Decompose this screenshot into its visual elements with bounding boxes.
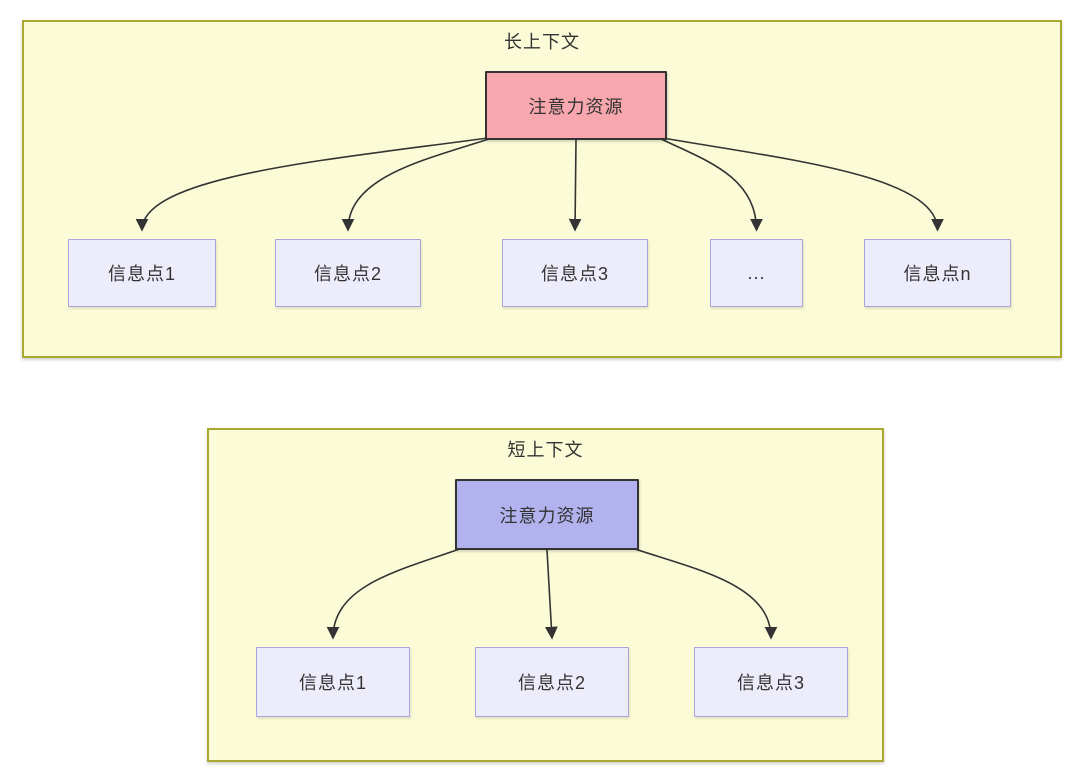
long-attention-box: 注意力资源 xyxy=(485,71,667,140)
short-info-node-1: 信息点1 xyxy=(256,647,410,717)
long-info-node-1: 信息点1 xyxy=(68,239,216,307)
short-context-title: 短上下文 xyxy=(507,440,584,460)
short-info-node-2: 信息点2 xyxy=(475,647,629,717)
long-context-container: 长上下文 注意力资源 信息点1 信息点2 信息点3 ... 信息点n xyxy=(22,20,1062,358)
short-context-container: 短上下文 注意力资源 信息点1 信息点2 信息点3 xyxy=(207,428,884,762)
long-context-title: 长上下文 xyxy=(504,32,580,52)
long-info-node-3: 信息点3 xyxy=(502,239,648,307)
long-info-node-2: 信息点2 xyxy=(275,239,421,307)
long-info-node-ellipsis: ... xyxy=(710,239,803,307)
long-info-node-n: 信息点n xyxy=(864,239,1011,307)
short-info-node-3: 信息点3 xyxy=(694,647,848,717)
short-attention-box: 注意力资源 xyxy=(455,479,639,550)
